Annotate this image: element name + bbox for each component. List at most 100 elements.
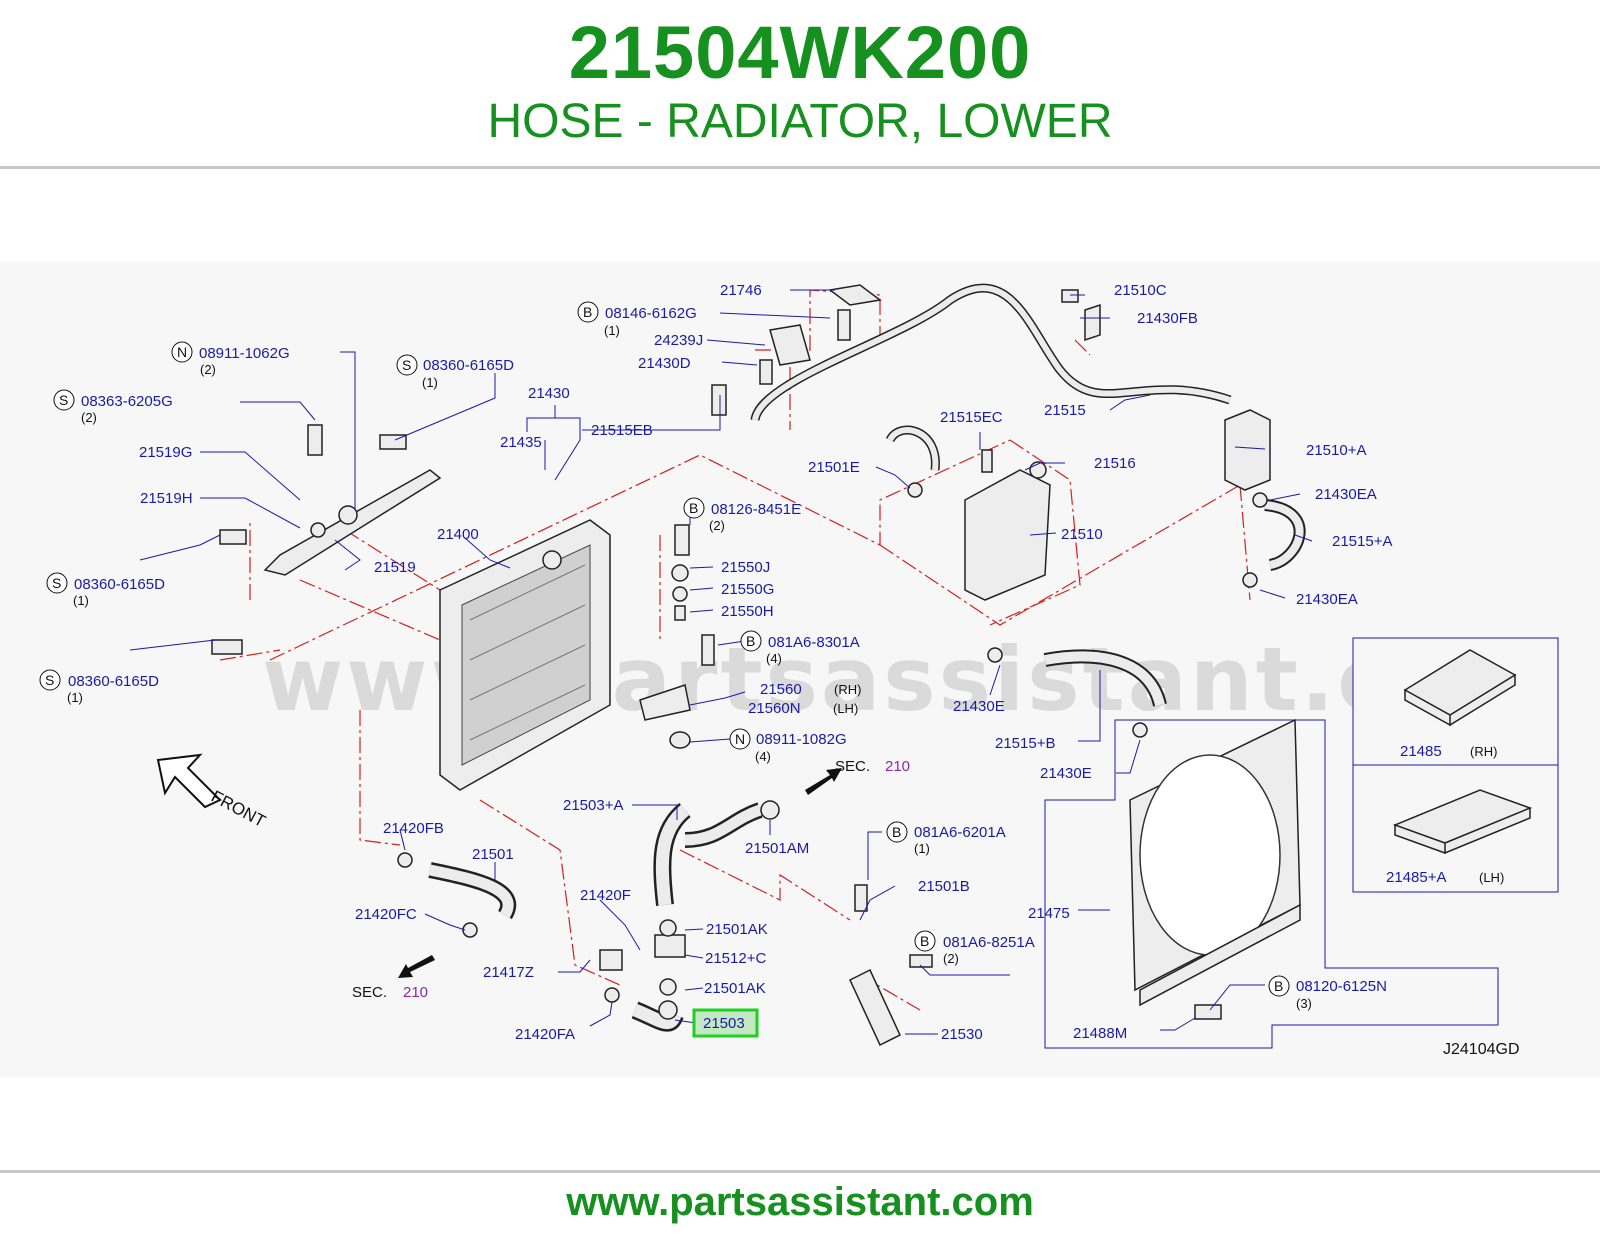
- front-arrow-icon: FRONT: [156, 753, 269, 831]
- badge-s-08360-b: S: [46, 572, 68, 594]
- label-21501AK-upper: 21501AK: [706, 921, 768, 938]
- svg-text:N: N: [735, 731, 745, 747]
- label-21501AM: 21501AM: [745, 840, 809, 857]
- label-21400: 21400: [437, 526, 479, 543]
- label-21435: 21435: [500, 434, 542, 451]
- label-21430: 21430: [528, 385, 570, 402]
- svg-text:B: B: [920, 933, 929, 949]
- label-21430E-lower: 21430E: [1040, 765, 1092, 782]
- label-21475: 21475: [1028, 905, 1070, 922]
- label-21485: 21485: [1400, 743, 1442, 760]
- svg-text:210: 210: [403, 984, 428, 1001]
- svg-text:SEC.: SEC.: [352, 984, 387, 1001]
- badge-b-08146: B: [577, 301, 599, 323]
- badge-b-081A6-6201: B: [886, 821, 908, 843]
- svg-text:B: B: [689, 500, 698, 516]
- badge-b-081A6-8301: B: [740, 630, 762, 652]
- qty-08146: (1): [604, 323, 620, 338]
- qty-21485A-lh: (LH): [1479, 870, 1504, 885]
- qty-08363: (2): [81, 410, 97, 425]
- highlighted-part-21503[interactable]: 21503: [692, 1008, 759, 1038]
- svg-text:S: S: [402, 357, 411, 373]
- badge-n-08911-1082: N: [729, 728, 751, 750]
- badge-s-08363: S: [53, 389, 75, 411]
- qty-081A6-8251A: (2): [943, 951, 959, 966]
- label-21512C: 21512+C: [705, 950, 766, 967]
- footer-site-link[interactable]: www.partsassistant.com: [566, 1180, 1034, 1224]
- label-21501AK-lower: 21501AK: [704, 980, 766, 997]
- qty-08360-mid: (1): [73, 593, 89, 608]
- badge-b-08120: B: [1268, 975, 1290, 997]
- label-21550G: 21550G: [721, 581, 774, 598]
- label-21550J: 21550J: [721, 559, 770, 576]
- label-08146-6162G: 08146-6162G: [605, 305, 697, 322]
- part-name-subtitle: HOSE - RADIATOR, LOWER: [487, 95, 1113, 148]
- label-21420FA: 21420FA: [515, 1026, 575, 1043]
- diagram-code: J24104GD: [1443, 1041, 1520, 1058]
- small-fittings: [211, 284, 1268, 1047]
- qty-08360-low: (1): [67, 690, 83, 705]
- label-24239J: 24239J: [654, 332, 703, 349]
- svg-text:S: S: [52, 575, 61, 591]
- svg-text:S: S: [45, 672, 54, 688]
- label-21519H: 21519H: [140, 490, 193, 507]
- header-divider: [0, 166, 1600, 169]
- label-21503A: 21503+A: [563, 797, 623, 814]
- sec-ref-upper: SEC. 210: [835, 758, 910, 775]
- highlighted-part-label[interactable]: 21503: [703, 1015, 745, 1032]
- svg-text:210: 210: [885, 758, 910, 775]
- label-08911-1062G: 08911-1062G: [199, 345, 290, 362]
- label-21501B: 21501B: [918, 878, 970, 895]
- badge-s-08360-c: S: [39, 669, 61, 691]
- radiator: [439, 519, 611, 791]
- svg-text:S: S: [59, 392, 68, 408]
- label-08126-8451E: 08126-8451E: [711, 501, 801, 518]
- front-label: FRONT: [208, 787, 269, 831]
- label-08360-6165D-top: 08360-6165D: [423, 357, 514, 374]
- svg-text:B: B: [892, 824, 901, 840]
- label-21501E: 21501E: [808, 459, 860, 476]
- label-081A6-8301A: 081A6-8301A: [768, 634, 860, 651]
- label-21515A: 21515+A: [1332, 533, 1392, 550]
- label-21430D: 21430D: [638, 355, 691, 372]
- label-21488M: 21488M: [1073, 1025, 1127, 1042]
- svg-text:N: N: [177, 344, 187, 360]
- reservoir-tank: [964, 461, 1051, 601]
- qty-21560-rh: (RH): [834, 682, 861, 697]
- qty-08360-top: (1): [422, 375, 438, 390]
- label-21510C: 21510C: [1114, 282, 1167, 299]
- qty-21485-rh: (RH): [1470, 744, 1497, 759]
- svg-text:B: B: [1274, 978, 1283, 994]
- svg-text:B: B: [583, 304, 592, 320]
- parts-diagram: www.partsassistant.com: [0, 262, 1600, 1077]
- part-labels: 21746 08146-6162G (1) 24239J 21430D 0891…: [67, 282, 1504, 1043]
- label-21515B: 21515+B: [995, 735, 1055, 752]
- flow-arrows: [398, 768, 842, 978]
- label-21430FB: 21430FB: [1137, 310, 1198, 327]
- label-21420F: 21420F: [580, 887, 631, 904]
- qty-21560N-lh: (LH): [833, 701, 858, 716]
- qty-08911-1062G: (2): [200, 362, 216, 377]
- qty-08120-6125N: (3): [1296, 996, 1312, 1011]
- label-21560: 21560: [760, 681, 802, 698]
- label-08360-6165D-low: 08360-6165D: [68, 673, 159, 690]
- label-21430E-upper: 21430E: [953, 698, 1005, 715]
- label-21417Z: 21417Z: [483, 964, 534, 981]
- footer-divider: [0, 1170, 1600, 1173]
- insulator-inset: [1352, 637, 1559, 893]
- shroud-group-outline: [1044, 719, 1499, 1049]
- label-081A6-6201A: 081A6-6201A: [914, 824, 1006, 841]
- hoses: [428, 283, 1306, 1032]
- sec-ref-lower: SEC. 210: [352, 984, 428, 1001]
- label-21519G: 21519G: [139, 444, 192, 461]
- svg-text:B: B: [746, 633, 755, 649]
- label-21430EA-top: 21430EA: [1315, 486, 1377, 503]
- label-21515EC: 21515EC: [940, 409, 1003, 426]
- svg-text:SEC.: SEC.: [835, 758, 870, 775]
- badge-b-08126: B: [683, 497, 705, 519]
- label-21420FC: 21420FC: [355, 906, 417, 923]
- badge-s-08360-a: S: [396, 354, 418, 376]
- label-21516: 21516: [1094, 455, 1136, 472]
- label-21515: 21515: [1044, 402, 1086, 419]
- badges: B N S S S S B B N B B B: [39, 301, 1290, 997]
